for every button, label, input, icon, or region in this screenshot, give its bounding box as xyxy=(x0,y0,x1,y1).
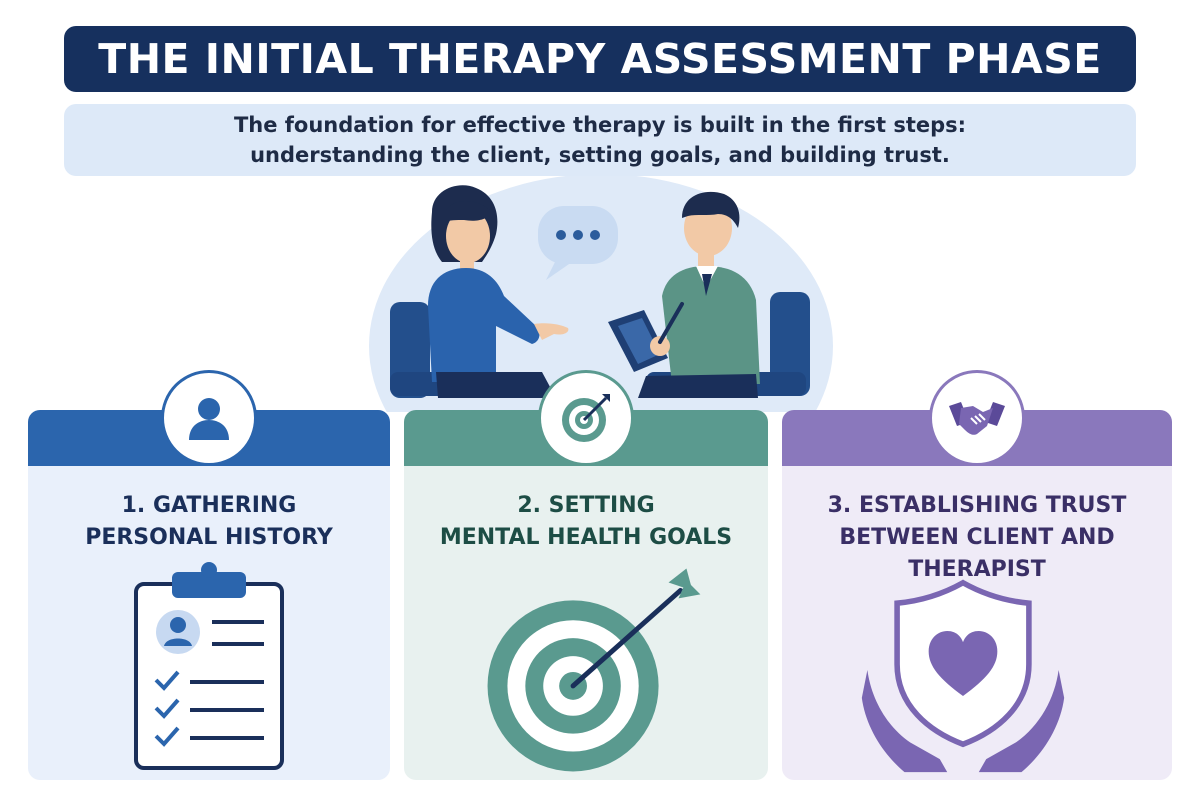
shield-heart-hands-icon xyxy=(861,579,1065,773)
step-title: 3. ESTABLISHING TRUST BETWEEN CLIENT AND… xyxy=(782,490,1172,586)
speech-bubble-icon xyxy=(538,206,618,280)
therapist-figure xyxy=(608,191,760,398)
person-icon xyxy=(189,398,229,440)
badge-person xyxy=(161,370,257,466)
subtitle-box: The foundation for effective therapy is … xyxy=(64,104,1136,176)
client-figure xyxy=(428,185,569,398)
step-title-line-1: 2. SETTING xyxy=(517,493,655,518)
target-icon xyxy=(562,394,610,442)
step-title-line-1: 1. GATHERING xyxy=(121,493,297,518)
handshake-icon xyxy=(949,402,1005,435)
step-card-establishing-trust: 3. ESTABLISHING TRUST BETWEEN CLIENT AND… xyxy=(782,410,1172,780)
badge-handshake xyxy=(929,370,1025,466)
step-card-gathering-history: 1. GATHERING PERSONAL HISTORY xyxy=(28,410,390,780)
page-title: THE INITIAL THERAPY ASSESSMENT PHASE xyxy=(98,35,1102,83)
subtitle-line-2: understanding the client, setting goals,… xyxy=(250,143,950,167)
step-title: 2. SETTING MENTAL HEALTH GOALS xyxy=(404,490,768,554)
step-title-line-2: PERSONAL HISTORY xyxy=(85,525,333,550)
step-title-line-2: BETWEEN CLIENT AND THERAPIST xyxy=(839,525,1115,582)
subtitle-line-1: The foundation for effective therapy is … xyxy=(233,113,967,137)
step-title-line-1: 3. ESTABLISHING TRUST xyxy=(827,493,1127,518)
title-banner: THE INITIAL THERAPY ASSESSMENT PHASE xyxy=(64,26,1136,92)
bullseye-arrow-icon xyxy=(487,568,701,772)
clipboard-icon xyxy=(134,562,284,770)
counseling-scene-illustration xyxy=(369,176,833,412)
step-title: 1. GATHERING PERSONAL HISTORY xyxy=(28,490,390,554)
badge-target xyxy=(538,370,634,466)
step-title-line-2: MENTAL HEALTH GOALS xyxy=(439,525,733,550)
